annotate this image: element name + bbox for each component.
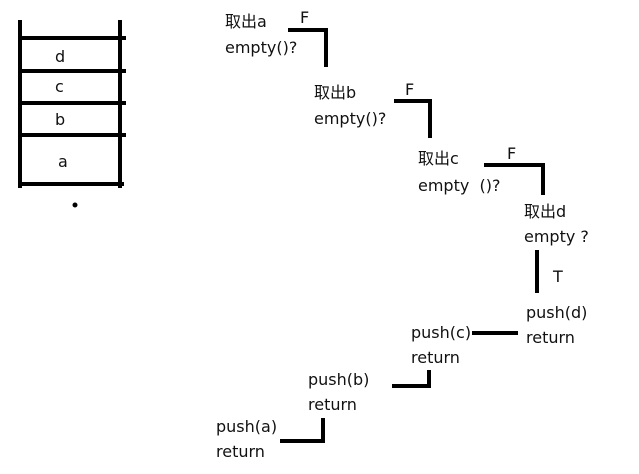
step-push-d: push(d) return xyxy=(526,303,587,347)
step-pop-b: 取出b empty()? F xyxy=(314,80,432,138)
push-c-return: return xyxy=(411,348,460,367)
push-b-to-push-a-connector xyxy=(280,418,325,443)
pop-b-flag: F xyxy=(405,80,414,99)
stack: d c b a xyxy=(18,20,126,208)
stack-item-a: a xyxy=(58,152,68,171)
stack-item-b: b xyxy=(55,110,65,129)
pop-d-flag: T xyxy=(552,267,563,286)
pop-a-connector xyxy=(288,28,328,67)
pop-a-flag: F xyxy=(300,8,309,27)
pop-b-empty-check: empty()? xyxy=(314,109,386,128)
stack-item-c: c xyxy=(55,77,64,96)
push-b-label: push(b) xyxy=(308,370,369,389)
push-b-return: return xyxy=(308,395,357,414)
push-c-to-push-b-connector xyxy=(392,370,431,388)
pop-a-empty-check: empty()? xyxy=(225,38,297,57)
pop-c-flag: F xyxy=(507,144,516,163)
pop-b-connector xyxy=(394,99,432,138)
stack-item-d: d xyxy=(55,47,65,66)
pop-c-connector xyxy=(484,163,545,195)
pop-b-label: 取出b xyxy=(314,83,356,102)
pop-c-empty-check: empty ()? xyxy=(418,176,500,195)
pop-d-empty-check: empty ? xyxy=(524,227,589,246)
step-pop-d: 取出d empty ? T xyxy=(524,202,589,293)
step-push-c: push(c) return xyxy=(411,323,471,367)
push-d-label: push(d) xyxy=(526,303,587,322)
step-pop-c: 取出c empty ()? F xyxy=(418,144,545,195)
push-a-label: push(a) xyxy=(216,417,277,436)
push-d-return: return xyxy=(526,328,575,347)
pop-a-label: 取出a xyxy=(225,12,267,31)
step-push-a: push(a) return xyxy=(216,417,277,461)
push-a-return: return xyxy=(216,442,265,461)
step-push-b: push(b) return xyxy=(308,370,369,414)
push-c-label: push(c) xyxy=(411,323,471,342)
stack-dot xyxy=(72,202,78,208)
pop-d-label: 取出d xyxy=(524,202,566,221)
pop-c-label: 取出c xyxy=(418,149,459,168)
step-pop-a: 取出a empty()? F xyxy=(225,8,328,67)
